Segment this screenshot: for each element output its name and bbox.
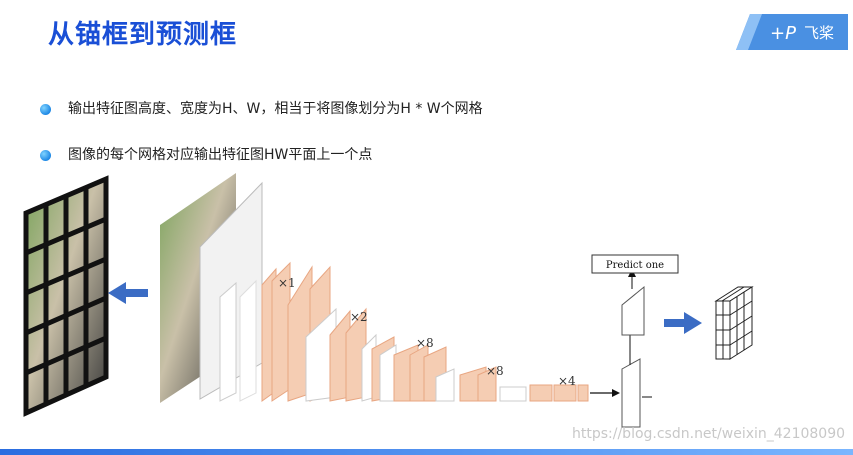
label-x2: ×2: [350, 310, 368, 324]
label-x8b: ×8: [486, 364, 504, 378]
network-figure: ×1 ×2 ×8 ×8 ×4: [0, 165, 853, 450]
list-item: 输出特征图高度、宽度为H、W，相当于将图像划分为H * W个网格: [40, 98, 483, 120]
logo-text: 飞桨: [804, 24, 834, 42]
label-x8a: ×8: [416, 336, 434, 350]
right-arrow-icon: [664, 312, 702, 334]
predict-box: [591, 254, 679, 274]
bottom-bar: [0, 449, 853, 455]
bullet-text: 输出特征图高度、宽度为H、W，相当于将图像划分为H * W个网格: [68, 101, 483, 117]
paddle-logo: +P 飞桨: [736, 12, 848, 52]
watermark: https://blog.csdn.net/weixin_42108090: [572, 426, 846, 442]
bullet-text: 图像的每个网格对应输出特征图HW平面上一个点: [68, 147, 373, 163]
label-x4: ×4: [558, 374, 576, 388]
label-x1: ×1: [278, 276, 296, 290]
bullet-list: 输出特征图高度、宽度为H、W，相当于将图像划分为H * W个网格 图像的每个网格…: [40, 98, 483, 190]
list-item: 图像的每个网格对应输出特征图HW平面上一个点: [40, 144, 483, 166]
grid-image: [23, 175, 109, 417]
bullet-icon: [40, 150, 51, 161]
page-title: 从锚框到预测框: [48, 20, 238, 50]
predict-label: Predict one: [606, 260, 664, 271]
svg-text:+P: +P: [770, 23, 796, 44]
left-arrow-icon: [108, 282, 148, 304]
output-grid-icon: [714, 286, 754, 360]
bullet-icon: [40, 104, 51, 115]
